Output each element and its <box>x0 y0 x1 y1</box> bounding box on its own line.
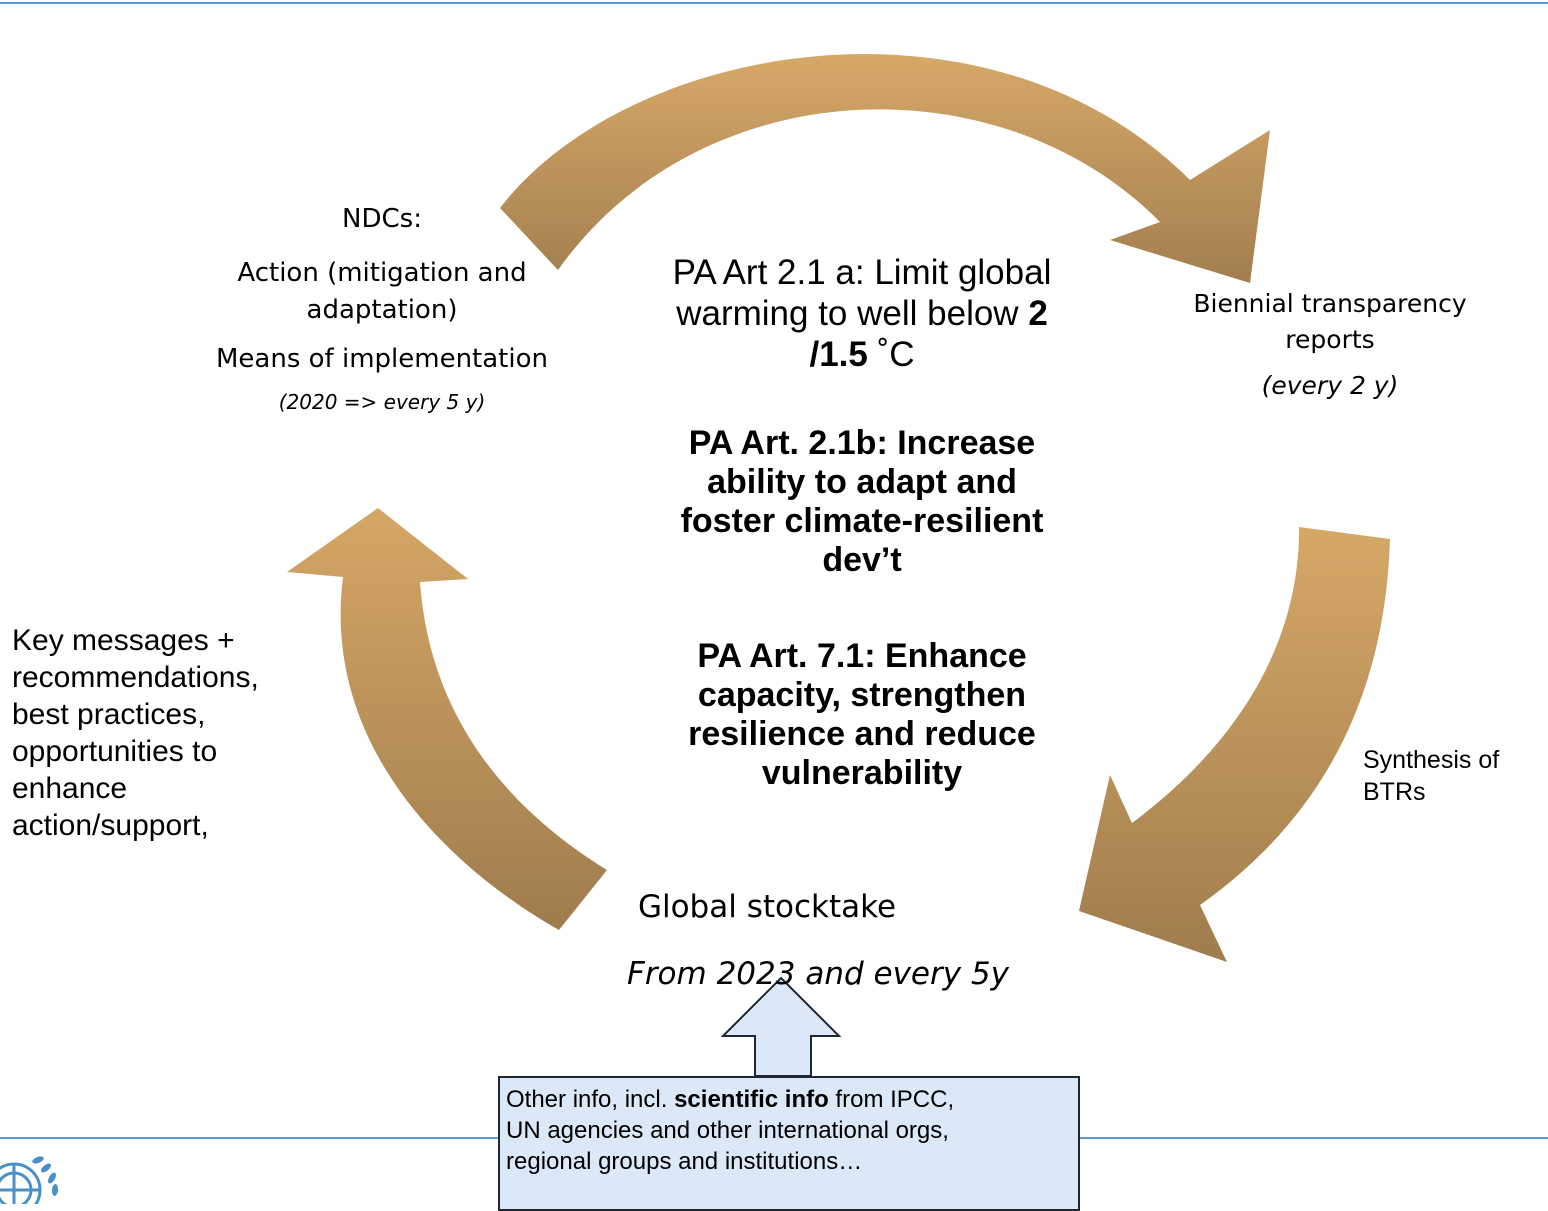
ndcs-means: Means of implementation <box>216 344 548 374</box>
stocktake-title: Global stocktake <box>637 889 897 925</box>
cycle-arrow-top-icon <box>500 54 1270 283</box>
cycle-arrow-left-icon <box>287 508 607 930</box>
ndcs-action: Action (mitigation and adaptation) <box>237 258 527 325</box>
goal-a-text: PA Art 2.1 a: Limit global warming to we… <box>672 253 1052 374</box>
ndcs-title: NDCs: <box>342 204 422 234</box>
bottom-rule-left <box>0 1137 498 1139</box>
other-info-line3: regional groups and institutions… <box>506 1148 863 1175</box>
other-info-line1: Other info, incl. scientific info from I… <box>506 1086 955 1113</box>
cycle-arrow-right-icon <box>1079 527 1390 962</box>
other-info-line2: UN agencies and other international orgs… <box>506 1117 949 1144</box>
stocktake-frequency: From 2023 and every 5y <box>626 956 1010 992</box>
other-info-box: Other info, incl. scientific info from I… <box>498 1076 1080 1211</box>
top-rule <box>0 2 1548 4</box>
un-emblem-icon <box>0 1156 59 1204</box>
ndcs-frequency: (2020 => every 5 y) <box>278 390 486 414</box>
goal-b-text: PA Art. 2.1b: Increase ability to adapt … <box>680 424 1044 579</box>
bottom-rule-right <box>1080 1137 1548 1139</box>
ndcs-label: NDCs: Action (mitigation and adaptation)… <box>182 203 582 415</box>
goal-c-text: PA Art. 7.1: Enhance capacity, strengthe… <box>688 637 1036 792</box>
key-messages-text: Key messages + recommendations, best pra… <box>12 624 259 842</box>
synthesis-label: Synthesis of BTRs <box>1363 746 1500 806</box>
btr-label: Biennial transparency reports (every 2 y… <box>1193 289 1467 400</box>
